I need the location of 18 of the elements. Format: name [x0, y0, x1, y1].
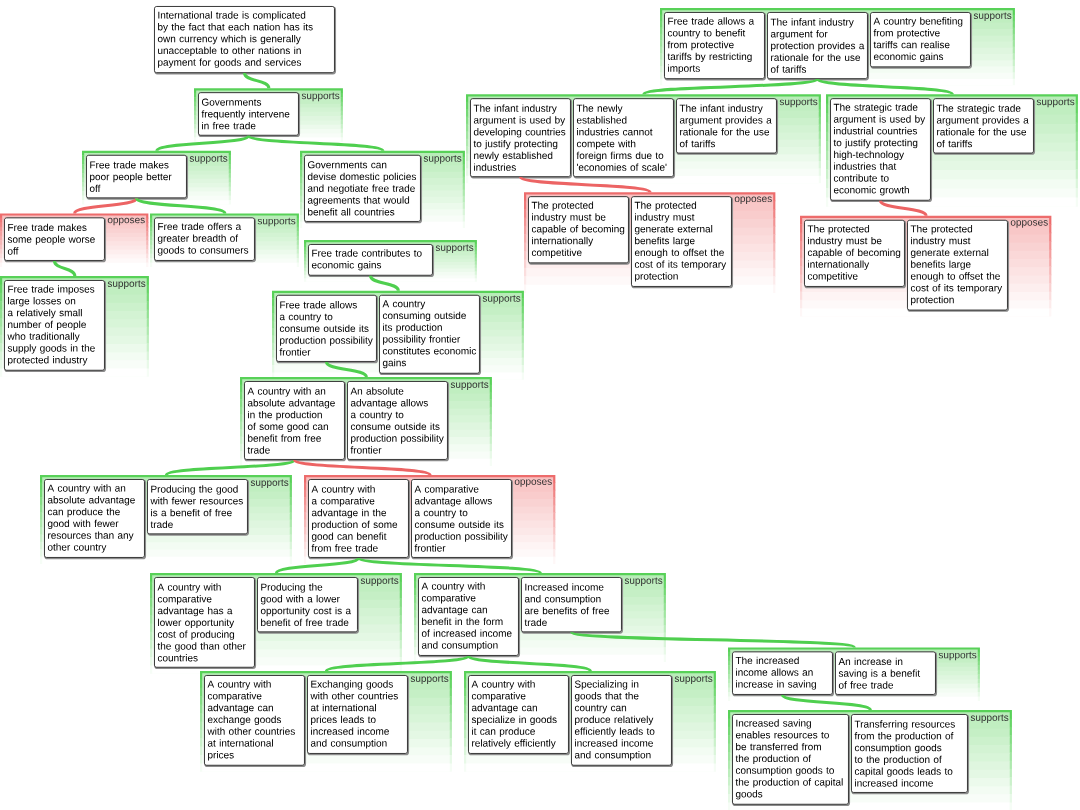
connector-line [643, 77, 819, 96]
connector-line [155, 134, 250, 152]
connector-line [357, 556, 542, 575]
connector-line [53, 260, 77, 277]
connector-line [243, 72, 271, 89]
connector-line [570, 630, 855, 649]
connector-line [135, 197, 226, 215]
connector-line [325, 654, 470, 673]
connector-line [293, 458, 431, 477]
connector-line [73, 197, 138, 215]
connector-line [165, 458, 296, 477]
connector-line [369, 275, 400, 292]
connector-line [467, 654, 592, 673]
connector-line [275, 556, 360, 575]
connector-line [247, 134, 384, 152]
connector-line [325, 361, 368, 378]
connector-line [816, 77, 954, 96]
connector-line [879, 199, 928, 217]
